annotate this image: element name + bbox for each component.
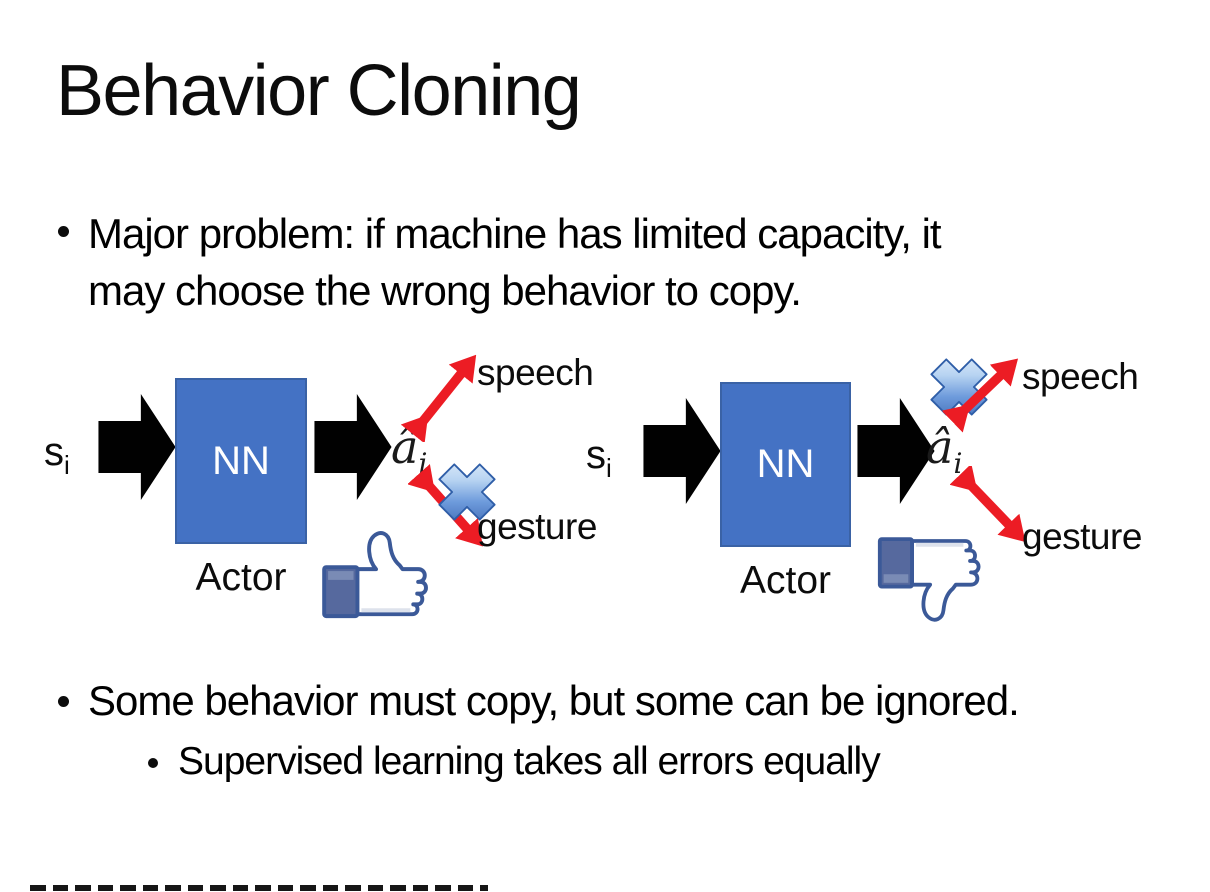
right-speech-arrow-icon — [941, 358, 1019, 433]
action-subscript: i — [418, 447, 428, 481]
thumbs-down-icon — [877, 537, 981, 622]
right-output-arrow-icon — [857, 398, 935, 504]
bullet-supervised-learning: Supervised learning takes all errors equ… — [178, 740, 881, 783]
left-speech-label: speech — [477, 352, 594, 393]
right-gesture-arrow-icon — [950, 466, 1026, 543]
bullet-line: Major problem: if machine has limited ca… — [88, 210, 942, 257]
state-symbol: s — [586, 433, 606, 477]
bullet-dot — [58, 696, 69, 707]
left-cross-out-icon — [438, 463, 496, 521]
nn-label: NN — [212, 438, 270, 483]
left-actor-caption: Actor — [195, 556, 287, 599]
right-input-arrow-icon — [643, 398, 721, 504]
bullet-major-problem: Major problem: if machine has limited ca… — [88, 205, 942, 319]
state-symbol: s — [44, 430, 64, 474]
state-subscript: i — [606, 453, 612, 483]
left-input-arrow-icon — [98, 394, 176, 500]
truncated-next-line — [30, 885, 488, 891]
left-gesture-label: gesture — [477, 506, 597, 547]
bullet-dot — [148, 758, 158, 768]
right-input-state-label: si — [586, 433, 612, 484]
bullet-dot — [58, 226, 69, 237]
nn-label: NN — [756, 442, 815, 486]
left-input-state-label: si — [44, 430, 70, 481]
action-subscript: i — [953, 447, 963, 481]
right-actor-caption: Actor — [739, 559, 832, 602]
thumbs-up-icon — [322, 531, 428, 619]
bullet-line: may choose the wrong behavior to copy. — [88, 267, 802, 314]
slide-title: Behavior Cloning — [56, 51, 582, 131]
state-subscript: i — [64, 450, 70, 480]
left-output-arrow-icon — [314, 394, 392, 500]
left-speech-arrow-icon — [400, 354, 477, 442]
right-nn-box: NN — [720, 382, 851, 547]
right-speech-label: speech — [1022, 356, 1139, 397]
bullet-some-behavior: Some behavior must copy, but some can be… — [88, 677, 1020, 724]
left-nn-box: NN — [175, 378, 307, 544]
right-gesture-label: gesture — [1022, 516, 1142, 557]
